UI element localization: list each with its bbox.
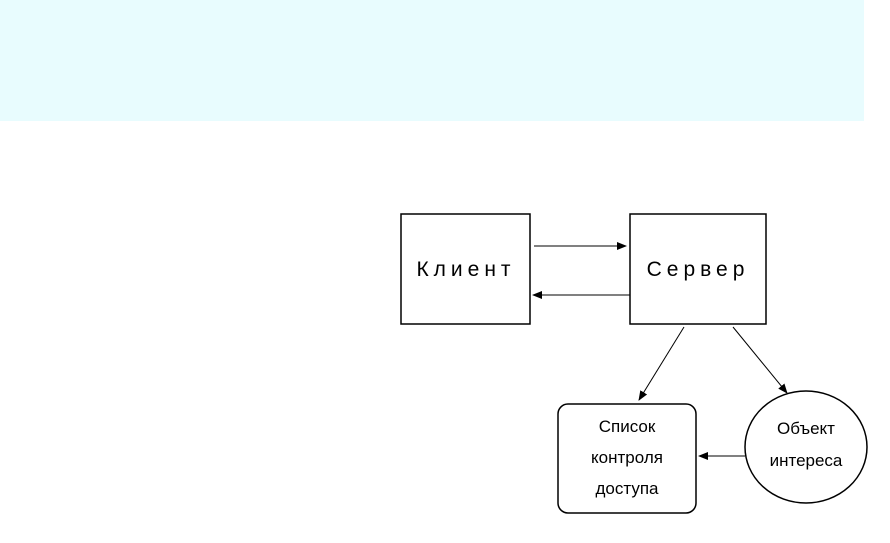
acl-label-line-2: контроля — [591, 448, 663, 467]
arrow-server-to-object — [732, 326, 788, 394]
header-band — [0, 0, 864, 121]
client-label: Клиент — [416, 258, 515, 281]
server-label: Сервер — [647, 258, 750, 281]
arrow-server-to-acl — [638, 326, 685, 401]
acl-label-line-1: Список — [599, 417, 656, 436]
object-label-line-2: интереса — [770, 451, 843, 470]
server-box — [629, 213, 767, 325]
acl-label-line-3: доступа — [595, 479, 659, 498]
object-node: Объект интереса — [744, 390, 868, 504]
acl-box — [557, 403, 697, 514]
object-ellipse — [744, 390, 868, 504]
client-node: Клиент — [400, 213, 531, 325]
object-label-line-1: Объект — [777, 419, 835, 438]
acl-node: Список контроля доступа — [557, 403, 697, 514]
server-node: Сервер — [629, 213, 767, 325]
client-box — [400, 213, 531, 325]
